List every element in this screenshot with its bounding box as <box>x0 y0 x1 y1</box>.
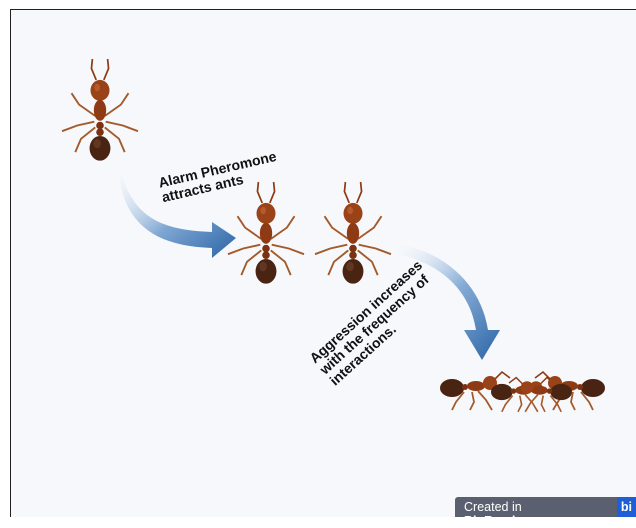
badge-tail: bi <box>617 497 636 517</box>
biorender-badge-main[interactable]: Created in BioRender.com <box>455 497 617 517</box>
ants-fighting <box>440 372 605 412</box>
badge-brand: BioRender.com <box>464 514 556 528</box>
ant-middle-left <box>228 182 304 284</box>
diagram-canvas <box>0 0 636 517</box>
badge-prefix: Created in <box>464 500 522 514</box>
ant-top-left <box>62 59 138 161</box>
biorender-badge[interactable]: Created in BioRender.com bi <box>455 497 636 517</box>
ant-middle-right <box>315 182 391 284</box>
